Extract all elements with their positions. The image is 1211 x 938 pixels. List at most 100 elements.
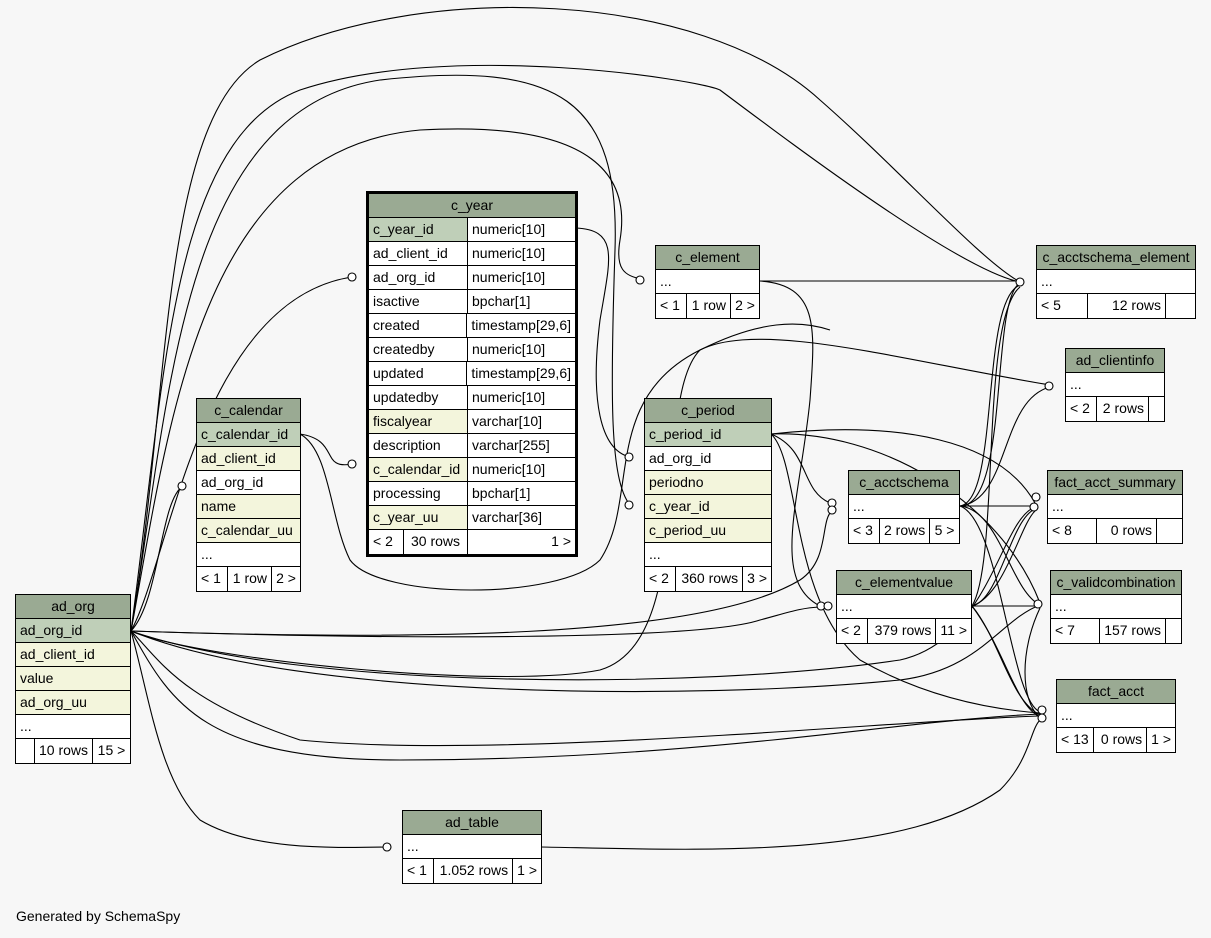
footer-right[interactable]: 15 > (92, 739, 130, 763)
table-title: fact_acct_summary (1048, 471, 1182, 495)
footer-right[interactable]: 3 > (742, 567, 771, 591)
footer-right[interactable]: 11 > (935, 619, 971, 643)
edge-ad_table-fact_acct (540, 719, 1041, 850)
edge-ad_org-fact_acct-1 (130, 630, 1041, 761)
table-row[interactable]: ad_org_id (645, 447, 771, 471)
table-row[interactable]: value (16, 667, 130, 691)
table-row[interactable]: ... (197, 543, 300, 567)
footer-left[interactable]: < 7 (1055, 622, 1075, 638)
table-row[interactable]: ... (1066, 373, 1164, 397)
table-row[interactable]: ... (1037, 270, 1195, 294)
table-row[interactable]: c_year_id (645, 495, 771, 519)
table-row[interactable]: ... (1057, 704, 1175, 728)
footer-right[interactable]: 1 > (512, 859, 541, 883)
footer-left[interactable]: < 1 (660, 297, 680, 313)
table-row[interactable]: ... (1048, 495, 1182, 519)
footer-left[interactable]: < 2 (373, 533, 393, 549)
footer-left[interactable]: < 3 (853, 522, 873, 538)
column-name: createdby (369, 338, 467, 361)
table-row[interactable]: c_calendar_id (197, 423, 300, 447)
edge-c_elementvalue-fact_acct-1 (971, 605, 1041, 716)
footer-right[interactable]: 1 > (1146, 728, 1175, 752)
fk-marker-ad_table (382, 842, 392, 852)
table-row[interactable]: name (197, 495, 300, 519)
fk-marker-c_acctschema-2 (827, 505, 837, 515)
footer-left[interactable]: < 1 (407, 862, 427, 878)
column-name: ... (837, 595, 971, 618)
table-title: c_elementvalue (837, 571, 971, 595)
table-row[interactable]: c_period_uu (645, 519, 771, 543)
footer-left[interactable]: < 2 (1070, 400, 1090, 416)
table-row[interactable]: ad_org_id (197, 471, 300, 495)
footer-right[interactable] (1165, 619, 1181, 643)
table-row[interactable]: ... (1051, 595, 1181, 619)
footer-right[interactable] (1165, 294, 1195, 318)
table-row[interactable]: ... (656, 270, 759, 294)
footer-right[interactable]: 5 > (929, 519, 959, 543)
footer-left[interactable]: < 5 (1041, 297, 1061, 313)
footer-left[interactable]: < 2 (841, 622, 861, 638)
edge-c_acctschema-fact_acct (959, 505, 1041, 713)
edge-ad_org-fact_acct-2 (130, 630, 1041, 747)
footer-left[interactable] (16, 739, 34, 763)
table-row[interactable]: ... (837, 595, 971, 619)
footer-left[interactable]: < 2 (649, 570, 669, 586)
table-title: c_acctschema_element (1037, 246, 1195, 270)
edge-c_acctschema-c_validcombination (959, 505, 1041, 606)
fk-marker-fact_acct-1 (1037, 705, 1047, 715)
table-row[interactable]: ad_client_id (197, 447, 300, 471)
footer-right[interactable]: 1 > (467, 530, 575, 554)
table-row[interactable]: ... (645, 543, 771, 567)
table-row[interactable]: periodno (645, 471, 771, 495)
column-name: ad_org_id (645, 447, 771, 470)
table-row[interactable]: c_calendar_uu (197, 519, 300, 543)
table-row[interactable]: ... (16, 715, 130, 739)
footer-right[interactable] (1156, 519, 1182, 543)
table-row[interactable]: ... (403, 835, 541, 859)
footer-rows: 2 rows (879, 519, 929, 543)
footer-rows: 0 rows (1092, 728, 1147, 752)
column-name: ... (197, 543, 300, 566)
footer-left[interactable]: < 1 (201, 570, 221, 586)
table-row[interactable]: c_period_id (645, 423, 771, 447)
table-title: c_element (656, 246, 759, 270)
table-row[interactable]: ad_org_uu (16, 691, 130, 715)
footer-right[interactable]: 2 > (271, 567, 300, 591)
table-row[interactable]: ad_org_id (16, 619, 130, 643)
footer-left[interactable]: < 13 (1061, 731, 1089, 747)
footer-right[interactable]: 2 > (730, 294, 759, 318)
table-row[interactable]: ad_client_id (16, 643, 130, 667)
footer-left[interactable]: < 8 (1052, 522, 1072, 538)
footer-right[interactable] (1148, 397, 1164, 421)
fk-marker-c_acctschema_element (1015, 277, 1025, 287)
column-name: ad_org_id (197, 471, 300, 494)
table-row[interactable]: ... (849, 495, 959, 519)
